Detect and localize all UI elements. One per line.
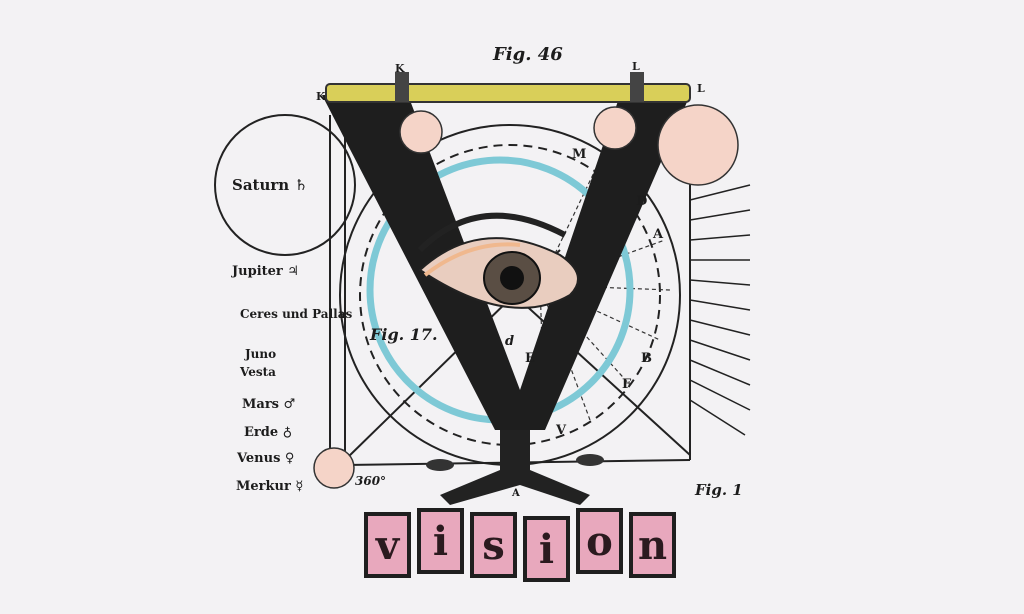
planet-label: Saturn ♄ (232, 176, 308, 194)
word-tiles: v i s i o n (364, 508, 676, 582)
svg-text:D: D (636, 194, 647, 209)
letter-tile: s (470, 512, 517, 578)
svg-text:d: d (505, 334, 514, 349)
letter-tile: i (417, 508, 464, 574)
svg-text:M: M (572, 147, 586, 162)
eye-illustration (417, 212, 579, 309)
svg-text:B: B (641, 351, 652, 366)
svg-text:L: L (697, 82, 705, 95)
large-letter-v (322, 95, 690, 430)
letter-tile: n (629, 512, 676, 578)
svg-text:K: K (316, 90, 326, 103)
planet-label: Juno (244, 347, 276, 361)
figure-title: Fig. 46 (492, 44, 563, 65)
ray-lines (689, 184, 751, 436)
brass-bar (325, 83, 691, 103)
degree-label: 360° (355, 474, 386, 488)
planet-label: Vesta (239, 365, 276, 379)
bar-clamp-left (395, 72, 409, 102)
svg-text:F: F (622, 377, 632, 392)
planet-label: Mars ♂ (242, 397, 295, 412)
planet-label: Jupiter ♃ (231, 264, 299, 279)
letter-tile: v (364, 512, 411, 578)
planet-label: Ceres und Pallas (240, 307, 352, 321)
peach-circles (313, 104, 739, 489)
svg-text:K: K (395, 62, 405, 75)
planet-label: Merkur ☿ (236, 479, 303, 494)
planet-label: Venus ♀ (236, 451, 294, 466)
dashed-circle (359, 144, 661, 446)
letter-tile: i (523, 516, 570, 582)
saturn-orbit-circle (214, 114, 356, 256)
svg-text:A: A (511, 488, 520, 499)
base-stand (426, 430, 604, 505)
svg-text:A: A (652, 227, 664, 242)
point-letters: K K L L M D A B F E V A d (316, 60, 705, 499)
letter-tile: o (576, 508, 623, 574)
svg-text:L: L (632, 60, 640, 73)
inner-figure-label: Fig. 17. (369, 325, 438, 344)
bar-clamp-right (630, 72, 644, 102)
svg-text:V: V (555, 423, 567, 438)
corner-figure-label: Fig. 1 (694, 481, 743, 499)
planet-label: Erde ♁ (244, 425, 292, 440)
svg-text:E: E (525, 351, 535, 366)
